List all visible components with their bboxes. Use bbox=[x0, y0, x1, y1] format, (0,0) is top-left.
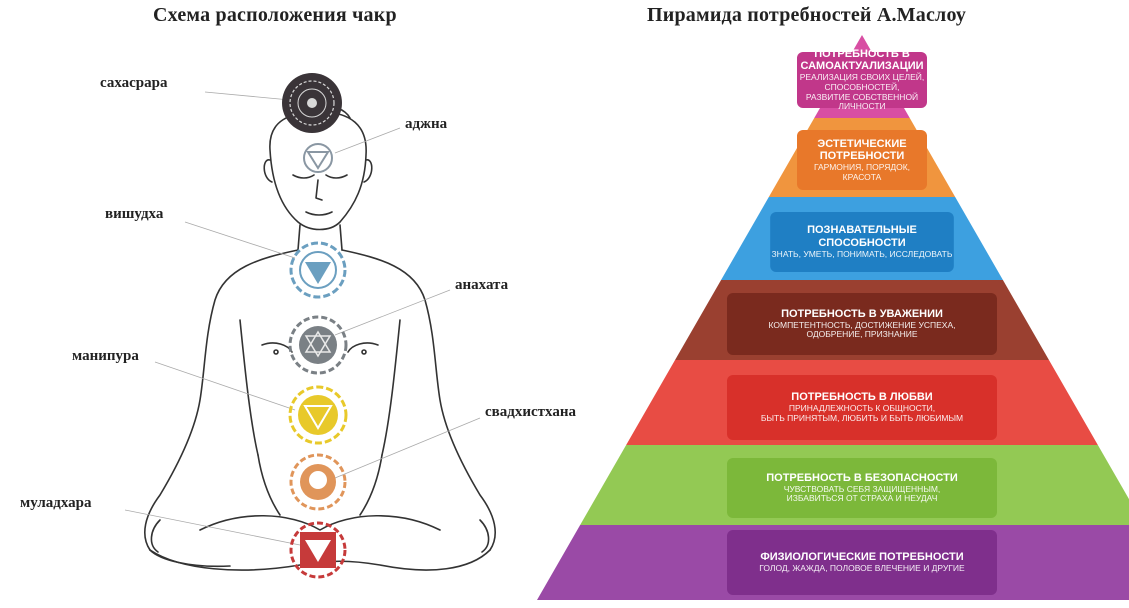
pyramid-tier-box bbox=[797, 52, 927, 108]
chakra-muladhara-icon bbox=[289, 521, 347, 579]
chakra-anahata-icon bbox=[288, 315, 348, 375]
chakra-label-manipura: манипура bbox=[72, 348, 139, 364]
pyramid-tier-title: ПОТРЕБНОСТЬ В ЛЮБВИ bbox=[791, 391, 933, 404]
pyramid-tier-description: ГОЛОД, ЖАЖДА, ПОЛОВОЕ ВЛЕЧЕНИЕ И ДРУГИЕ bbox=[759, 562, 965, 573]
pyramid-tier-description: РАЗВИТИЕ СОБСТВЕННОЙ ЛИЧНОСТИ bbox=[805, 91, 919, 112]
chakra-label-muladhara: муладхара bbox=[20, 495, 92, 511]
pyramid-tier-box bbox=[727, 530, 997, 595]
chakra-label-anahata: анахата bbox=[455, 277, 509, 293]
pyramid-tier-box bbox=[727, 293, 997, 355]
pyramid-tier-description: ОДОБРЕНИЕ, ПРИЗНАНИЕ bbox=[806, 329, 918, 340]
pyramid-tier-description: ЗНАТЬ, УМЕТЬ, ПОНИМАТЬ, ИССЛЕДОВАТЬ bbox=[771, 248, 953, 259]
pyramid-apex bbox=[852, 35, 872, 52]
chakra-label-svadhisthana: свадхистхана bbox=[485, 404, 576, 420]
chakra-label-vishuddha: вишудха bbox=[105, 206, 164, 222]
chakra-manipura-icon bbox=[288, 385, 348, 445]
pyramid-tier-description: ЧУВСТВОВАТЬ СЕБЯ ЗАЩИЩЕННЫМ, bbox=[783, 483, 941, 494]
pyramid-tier-description: ГАРМОНИЯ, ПОРЯДОК, КРАСОТА bbox=[813, 161, 911, 182]
pyramid-tier-description: ИЗБАВИТЬСЯ ОТ СТРАХА И НЕУДАЧ bbox=[786, 493, 938, 504]
pyramid-tier-title: ПОТРЕБНОСТЬ В БЕЗОПАСНОСТИ bbox=[766, 471, 958, 484]
pyramid-tier-title: ЭСТЕТИЧЕСКИЕ ПОТРЕБНОСТИ bbox=[817, 137, 907, 163]
chakra-vishuddha-icon bbox=[289, 241, 347, 299]
pyramid-tier-description: КОМПЕТЕНТНОСТЬ, ДОСТИЖЕНИЕ УСПЕХА, bbox=[768, 319, 956, 330]
pyramid-tier-title: ПОЗНАВАТЕЛЬНЫЕ СПОСОБНОСТИ bbox=[807, 224, 917, 250]
pyramid-tier-title: ПОТРЕБНОСТЬ В САМОАКТУАЛИЗАЦИИ bbox=[800, 47, 924, 73]
pyramid-tier-box bbox=[797, 130, 927, 190]
chakra-figure bbox=[124, 73, 496, 579]
chakra-diagram-title: Схема расположения чакр bbox=[153, 4, 397, 26]
chakra-svadhisthana-icon bbox=[289, 453, 347, 511]
pyramid-tier-description: БЫТЬ ПРИНЯТЫМ, ЛЮБИТЬ И БЫТЬ ЛЮБИМЫМ bbox=[760, 412, 964, 423]
chakra-label-ajna: аджна bbox=[405, 116, 448, 132]
pyramid-tier-box bbox=[770, 212, 954, 272]
chakra-sahasrara-icon bbox=[282, 73, 342, 133]
chakra-pointer-lines bbox=[124, 91, 481, 546]
chakra-label-sahasrara: сахасрара bbox=[100, 75, 168, 91]
pyramid-tier-box bbox=[727, 375, 997, 440]
pyramid-tier-box bbox=[727, 458, 997, 518]
pyramid-tier-description: РЕАЛИЗАЦИЯ СВОИХ ЦЕЛЕЙ, СПОСОБНОСТЕЙ, bbox=[799, 72, 925, 92]
pyramid-tier-description: ПРИНАДЛЕЖНОСТЬ К ОБЩНОСТИ, bbox=[788, 403, 936, 414]
pyramid-tier-title: ПОТРЕБНОСТЬ В УВАЖЕНИИ bbox=[781, 307, 943, 320]
pyramid-tier-title: ФИЗИОЛОГИЧЕСКИЕ ПОТРЕБНОСТИ bbox=[760, 551, 964, 564]
maslow-pyramid-title: Пирамида потребностей А.Маслоу bbox=[647, 4, 967, 26]
chakra-ajna-icon bbox=[303, 143, 333, 173]
